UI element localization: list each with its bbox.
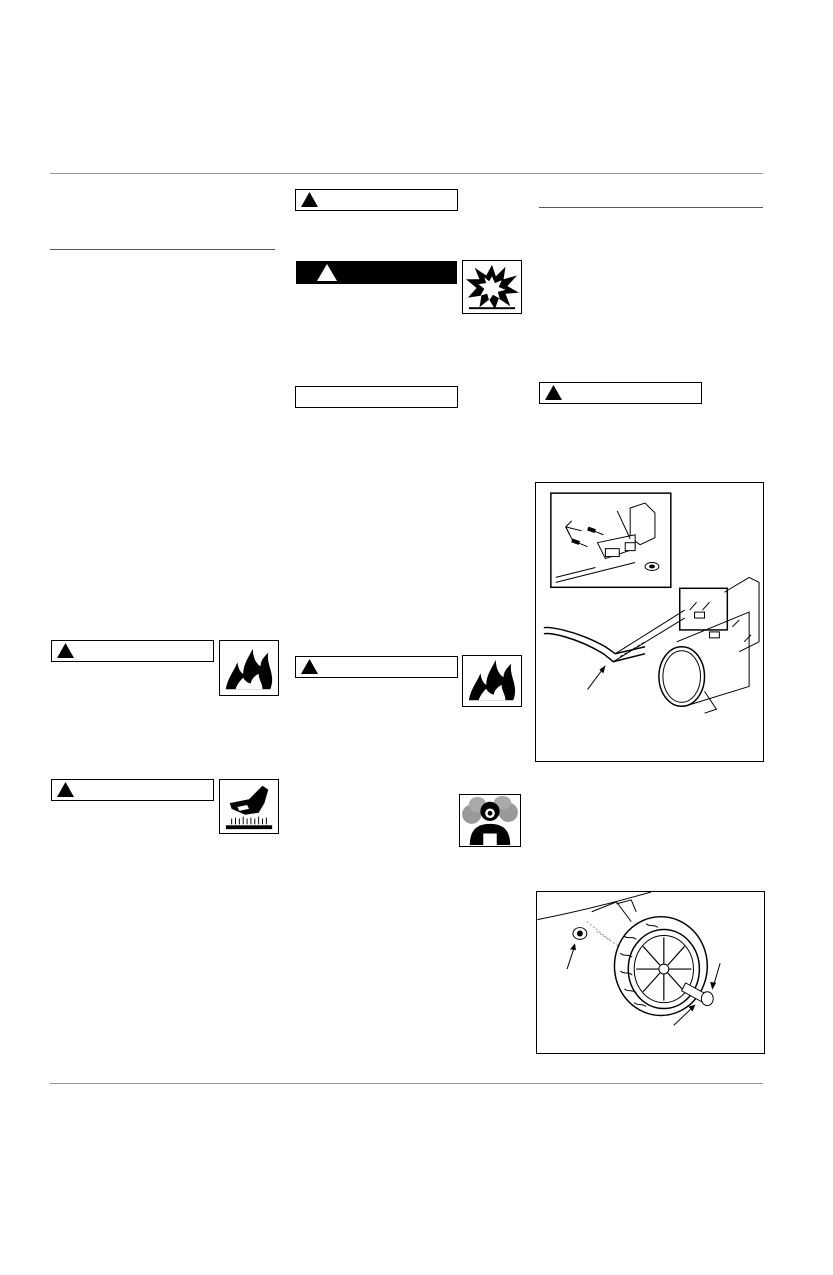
- warning-label-1: [295, 189, 458, 211]
- bottom-page-rule: [50, 1083, 763, 1084]
- alert-triangle-icon: [301, 659, 318, 674]
- warning-label-fire-middle: [295, 656, 458, 678]
- fire-icon: [462, 655, 522, 707]
- wheel-assembly-figure: [536, 891, 765, 1054]
- top-page-rule: [50, 173, 763, 174]
- handle-assembly-drawing: [543, 492, 760, 714]
- danger-label: [296, 261, 457, 284]
- notice-label: [295, 386, 458, 408]
- wheel-assembly-drawing: [537, 892, 721, 1026]
- alert-triangle-icon: [57, 643, 74, 658]
- alert-triangle-icon: [317, 264, 337, 281]
- handle-assembly-figure: [535, 482, 764, 762]
- explosion-icon: [462, 260, 522, 314]
- fire-icon: [219, 640, 279, 696]
- left-section-rule: [50, 249, 275, 250]
- breathing-hazard-icon: [459, 794, 521, 847]
- right-section-rule: [539, 207, 763, 208]
- warning-label-right: [539, 382, 702, 404]
- warning-label-fire-left: [51, 640, 214, 662]
- warning-label-hot-surface: [51, 779, 214, 801]
- alert-triangle-icon: [545, 385, 562, 400]
- alert-triangle-icon: [301, 192, 318, 207]
- hot-surface-icon: [219, 779, 279, 834]
- alert-triangle-icon: [57, 782, 74, 797]
